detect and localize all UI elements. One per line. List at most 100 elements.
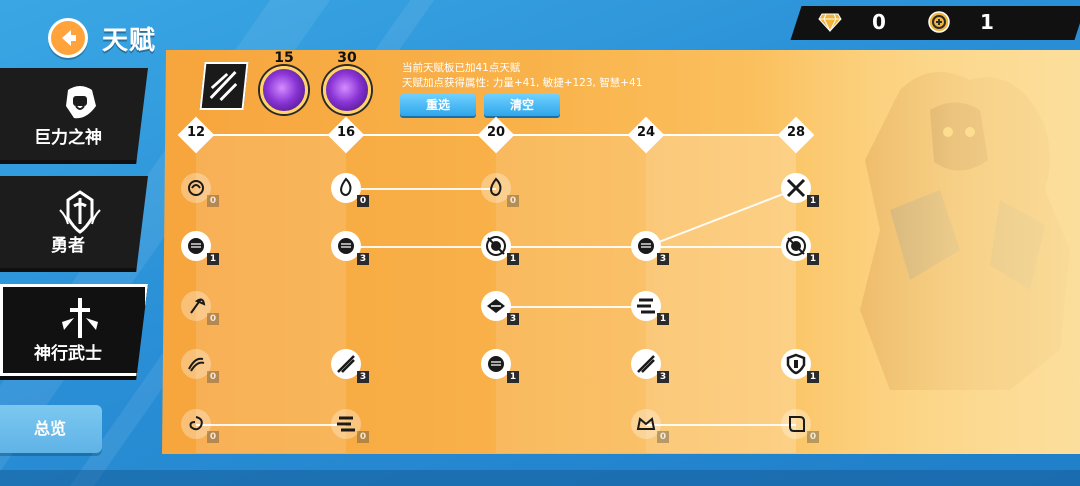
whirl-icon [181, 409, 211, 439]
talent-points-info: 当前天赋板已加41点天赋 [402, 62, 521, 74]
talent-link [496, 306, 646, 308]
talent-node[interactable]: 0 [181, 349, 219, 383]
talent-node[interactable]: 0 [481, 173, 519, 207]
talent-count: 0 [357, 431, 369, 443]
talent-node[interactable]: 0 [331, 409, 369, 443]
skill-level: 15 [274, 50, 294, 66]
talent-node[interactable]: 3 [331, 349, 369, 383]
talent-node[interactable]: 1 [781, 231, 819, 265]
purple-skill-icon[interactable] [260, 66, 308, 114]
slash-icon [631, 349, 661, 379]
tier-label: 20 [486, 125, 506, 140]
class-label: 巨力之神 [34, 128, 102, 148]
talent-count: 3 [657, 253, 669, 265]
fist-burst-icon [481, 231, 511, 261]
reset-button[interactable]: 重选 [400, 94, 476, 116]
column-highlight [196, 135, 346, 453]
rune-icon [199, 62, 249, 110]
talent-count: 1 [207, 253, 219, 265]
class-tab-hero[interactable]: 勇者 [0, 176, 148, 272]
talent-node[interactable]: 0 [181, 409, 219, 443]
diamond-count: 0 [872, 10, 886, 34]
talent-count: 1 [507, 253, 519, 265]
talent-link [196, 424, 346, 426]
class-label: 勇者 [51, 236, 85, 256]
talent-node[interactable]: 0 [781, 409, 819, 443]
talent-count: 3 [507, 313, 519, 325]
tier-label: 12 [186, 125, 206, 140]
talent-count: 1 [807, 371, 819, 383]
clear-button[interactable]: 清空 [484, 94, 560, 116]
shield-icon [781, 349, 811, 379]
back-button[interactable] [48, 18, 88, 58]
talent-count: 0 [207, 371, 219, 383]
dash-icon [331, 409, 361, 439]
talent-count: 3 [657, 371, 669, 383]
talent-node[interactable]: 0 [331, 173, 369, 207]
talent-count: 1 [657, 313, 669, 325]
column-highlight [496, 135, 646, 453]
talent-node[interactable]: 3 [631, 349, 669, 383]
talent-node[interactable]: 1 [181, 231, 219, 265]
talent-count: 0 [207, 431, 219, 443]
talent-count: 0 [807, 431, 819, 443]
class-label: 神行武士 [34, 344, 102, 364]
talent-node[interactable]: 3 [631, 231, 669, 265]
currency-diamond: 0 [818, 8, 886, 36]
talent-link [646, 246, 796, 248]
talent-attributes-info: 天赋加点获得属性: 力量+41, 敏捷+123, 智慧+41 [402, 77, 643, 89]
crossed-swords-icon [781, 173, 811, 203]
bottom-bar [0, 470, 1080, 486]
talent-link [346, 246, 496, 248]
overview-label: 总览 [33, 419, 66, 438]
overview-button[interactable]: 总览 [0, 405, 102, 453]
talent-node[interactable]: 0 [181, 173, 219, 207]
talent-count: 0 [657, 431, 669, 443]
fist-icon [181, 231, 211, 261]
talent-count: 1 [807, 253, 819, 265]
tier-label: 24 [636, 125, 656, 140]
talent-node[interactable]: 0 [181, 291, 219, 325]
hero-helmet-icon [59, 190, 101, 234]
giant-fist-icon [66, 86, 96, 119]
diamond-icon [818, 13, 842, 32]
shuriken-icon [481, 291, 511, 321]
talent-node[interactable]: 1 [481, 349, 519, 383]
talent-link [646, 424, 796, 426]
coin-count: 1 [980, 10, 994, 34]
flame-icon [331, 173, 361, 203]
crown-icon [631, 409, 661, 439]
class-tab-swordsman[interactable]: 神行武士 [0, 284, 148, 380]
board-fade [760, 50, 1080, 454]
coin-icon [928, 11, 950, 33]
talent-count: 3 [357, 253, 369, 265]
fist-icon [331, 231, 361, 261]
fist-burst-icon [781, 231, 811, 261]
talent-count: 1 [807, 195, 819, 207]
back-arrow-icon [62, 30, 76, 46]
scroll-icon [781, 409, 811, 439]
talent-count: 0 [207, 313, 219, 325]
fist-icon [481, 349, 511, 379]
talent-node[interactable]: 1 [481, 231, 519, 265]
talent-count: 0 [207, 195, 219, 207]
flame-icon [481, 173, 511, 203]
dash-icon [631, 291, 661, 321]
talent-node[interactable]: 0 [631, 409, 669, 443]
talent-node[interactable]: 3 [331, 231, 369, 265]
fist-icon [631, 231, 661, 261]
page-title: 天赋 [102, 26, 157, 56]
currency-coin: 1 [928, 8, 994, 36]
swordsman-icon [62, 298, 98, 338]
tier-label: 16 [336, 125, 356, 140]
swirl-icon [181, 173, 211, 203]
slash-icon [331, 349, 361, 379]
purple-skill-icon[interactable] [323, 66, 371, 114]
talent-count: 3 [357, 371, 369, 383]
talent-node[interactable]: 1 [781, 349, 819, 383]
talent-node[interactable]: 1 [631, 291, 669, 325]
talent-node[interactable]: 3 [481, 291, 519, 325]
class-tab-giant[interactable]: 巨力之神 [0, 68, 148, 164]
talent-link [496, 246, 646, 248]
talent-node[interactable]: 1 [781, 173, 819, 207]
